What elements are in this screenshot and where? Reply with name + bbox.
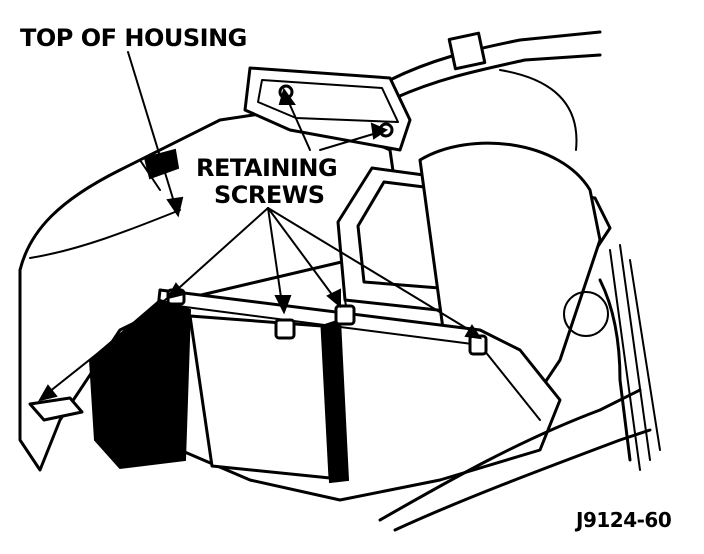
- top-plate-inner: [257, 79, 399, 123]
- label-screws: SCREWS: [214, 181, 325, 209]
- side-clip: [28, 396, 84, 422]
- hose: [388, 30, 602, 100]
- wiring-harness: [378, 278, 652, 532]
- label-top-of-housing: TOP OF HOUSING: [20, 24, 247, 52]
- core-edge: [320, 318, 350, 484]
- harness-strands: [609, 244, 661, 471]
- core-panel: [188, 314, 332, 480]
- wire-curve: [499, 69, 578, 151]
- callout-arrows: [37, 51, 483, 402]
- hose-clamp: [447, 31, 487, 71]
- figure-code: J9124-60: [576, 508, 672, 532]
- wire-loop: [563, 291, 609, 337]
- label-retaining: RETAINING: [196, 154, 338, 182]
- lower-screws: [166, 288, 488, 356]
- front-panel: [88, 298, 192, 470]
